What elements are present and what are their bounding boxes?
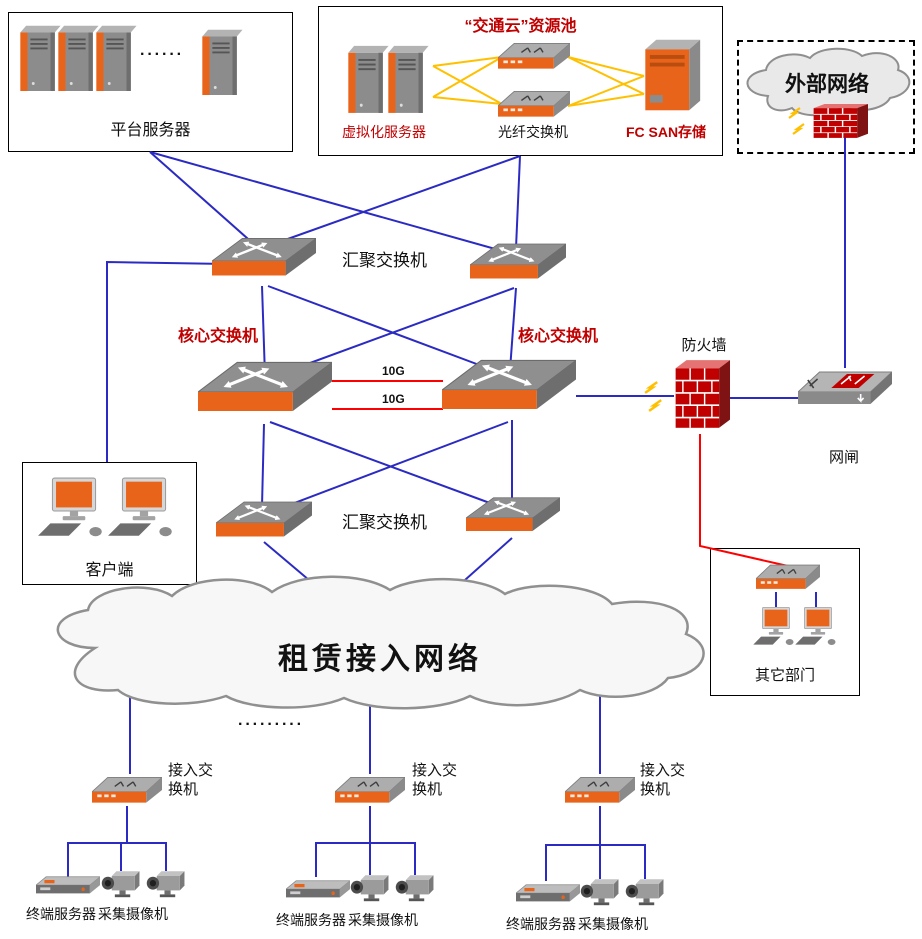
access-switch-icon [565, 776, 635, 804]
san-links [432, 56, 645, 107]
camera-icon [350, 875, 389, 902]
access-ellipsis: ········· [238, 716, 304, 733]
link-10g-2-label: 10G [382, 392, 405, 406]
aggregation-bottom-label: 汇聚交换机 [342, 513, 427, 532]
external-network-cloud [746, 47, 911, 117]
aggregation-top-label: 汇聚交换机 [342, 251, 427, 270]
fiber-switch-label: 光纤交换机 [498, 124, 568, 140]
terminal-server-label-1: 终端服务器 [26, 906, 96, 922]
terminal-server-label-2: 终端服务器 [276, 912, 346, 928]
aggregation-switch-icon [470, 244, 566, 279]
spark-icon [792, 122, 806, 136]
access-switch-label-1: 接入交换机 [168, 762, 214, 798]
client-pc-icon [37, 477, 103, 537]
fc-san-storage-icon [645, 39, 701, 111]
camera-label-1: 采集摄像机 [98, 906, 168, 922]
virtualization-servers-label: 虚拟化服务器 [342, 124, 426, 140]
access-cloud-label: 租赁接入网络 [278, 643, 482, 676]
fiber-switch-icon [498, 90, 570, 118]
resource-pool-title: “交通云”资源池 [464, 18, 577, 35]
other-dept-label: 其它部门 [754, 667, 815, 684]
aggregation-switch-icon [212, 238, 316, 275]
firewall-label: 防火墙 [681, 337, 727, 354]
access-network-cloud [56, 575, 705, 710]
terminal-server-icon [516, 884, 580, 902]
terminal-server-icon [286, 880, 350, 898]
dept-switch-icon [756, 564, 820, 590]
camera-label-2: 采集摄像机 [348, 912, 418, 928]
fc-san-label: FC SAN存储 [625, 124, 707, 140]
aggregation-switch-icon [216, 502, 312, 537]
core-switch-icon [198, 362, 332, 411]
access-switch-icon [92, 776, 162, 804]
clients-label: 客户端 [85, 562, 134, 579]
terminal-server-label-3: 终端服务器 [506, 916, 576, 932]
camera-label-3: 采集摄像机 [578, 916, 648, 932]
red-links [332, 380, 789, 567]
platform-server-icon [96, 25, 137, 91]
external-network-label: 外部网络 [785, 73, 869, 96]
platform-server-icon [58, 25, 99, 91]
core-switch-icon [442, 360, 576, 409]
dept-pc-icon [752, 606, 794, 646]
camera-icon [625, 879, 664, 906]
blue-links [67, 136, 846, 881]
fiber-switch-icon [498, 42, 570, 70]
spark-icon [644, 380, 659, 395]
firewall-icon [674, 359, 730, 429]
spark-icon [648, 398, 663, 413]
aggregation-switch-icon [466, 498, 560, 531]
platform-server-icon [20, 25, 61, 91]
external-firewall-icon [812, 103, 868, 139]
link-10g-1-label: 10G [382, 364, 405, 378]
access-switch-label-2: 接入交换机 [412, 762, 458, 798]
platform-servers-label: 平台服务器 [110, 122, 191, 139]
camera-icon [101, 871, 140, 898]
core-switch-right-label: 核心交换机 [518, 328, 599, 345]
camera-icon [395, 875, 434, 902]
platform-server-icon [202, 29, 243, 95]
access-switch-label-3: 接入交换机 [640, 762, 686, 798]
platform-ellipsis: ······ [140, 46, 184, 63]
virtualization-server-icon [348, 45, 389, 113]
virtualization-server-icon [388, 45, 429, 113]
client-pc-icon [107, 477, 173, 537]
camera-icon [580, 879, 619, 906]
platform-servers-box [8, 12, 293, 152]
gateway-label: 网闸 [828, 449, 859, 466]
terminal-server-icon [36, 876, 100, 894]
gateway-icon [798, 371, 892, 405]
dept-pc-icon [794, 606, 836, 646]
access-switch-icon [335, 776, 405, 804]
camera-icon [146, 871, 185, 898]
core-switch-left-label: 核心交换机 [178, 328, 259, 345]
